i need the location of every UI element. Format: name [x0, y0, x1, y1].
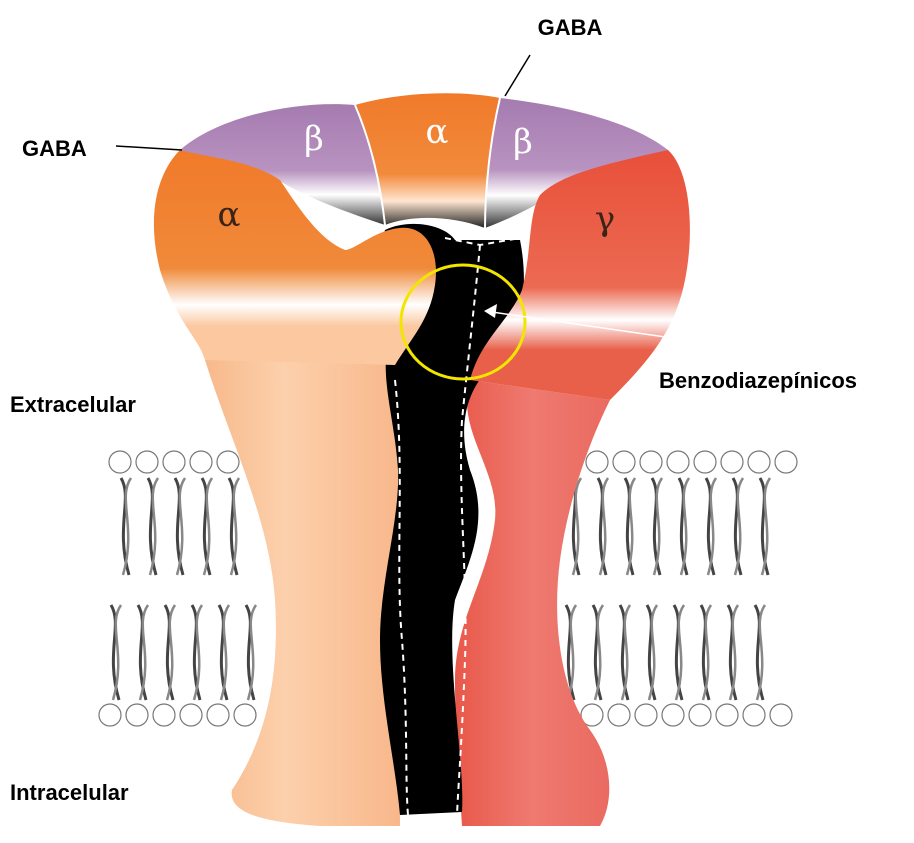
lipid-head: [775, 451, 797, 473]
lipid-head: [721, 451, 743, 473]
lipid-head: [136, 451, 158, 473]
alpha-transmembrane-stalk: [205, 330, 403, 826]
gaba-left-leader-line: [116, 146, 182, 150]
lipid-head: [207, 704, 229, 726]
benzodiazepines-label: Benzodiazepínicos: [659, 368, 857, 393]
lipid-head: [234, 704, 256, 726]
lipid-head: [153, 704, 175, 726]
lipid-head: [662, 704, 684, 726]
lipid-heads-upper-right: [559, 451, 797, 473]
lipid-heads-lower-right: [554, 704, 792, 726]
gaba-left-label: GABA: [22, 136, 87, 161]
alpha-center-symbol: α: [426, 112, 449, 152]
lipid-head: [716, 704, 738, 726]
gamma-symbol: γ: [595, 199, 615, 239]
lipid-head: [613, 451, 635, 473]
lipid-head: [635, 704, 657, 726]
lipid-head: [770, 704, 792, 726]
lipid-head: [640, 451, 662, 473]
lipid-head: [694, 451, 716, 473]
lipid-head: [689, 704, 711, 726]
extracellular-label: Extracelular: [10, 392, 136, 417]
lipid-head: [217, 451, 239, 473]
lipid-head: [743, 704, 765, 726]
lipid-heads-lower-left: [99, 704, 256, 726]
lipid-head: [667, 451, 689, 473]
gaba-top-leader-line: [505, 55, 530, 96]
gamma-transmembrane-stalk: [455, 380, 610, 826]
gaba-top-label: GABA: [538, 15, 603, 40]
beta-left-symbol: β: [304, 119, 324, 159]
lipid-head: [190, 451, 212, 473]
lipid-head: [586, 451, 608, 473]
intracellular-label: Intracelular: [10, 780, 129, 805]
lipid-head: [180, 704, 202, 726]
lipid-head: [126, 704, 148, 726]
lipid-head: [163, 451, 185, 473]
alpha-left-symbol: α: [218, 195, 241, 235]
lipid-head: [99, 704, 121, 726]
beta-right-symbol: β: [513, 122, 533, 162]
lipid-head: [748, 451, 770, 473]
lipid-head: [109, 451, 131, 473]
lipid-head: [608, 704, 630, 726]
